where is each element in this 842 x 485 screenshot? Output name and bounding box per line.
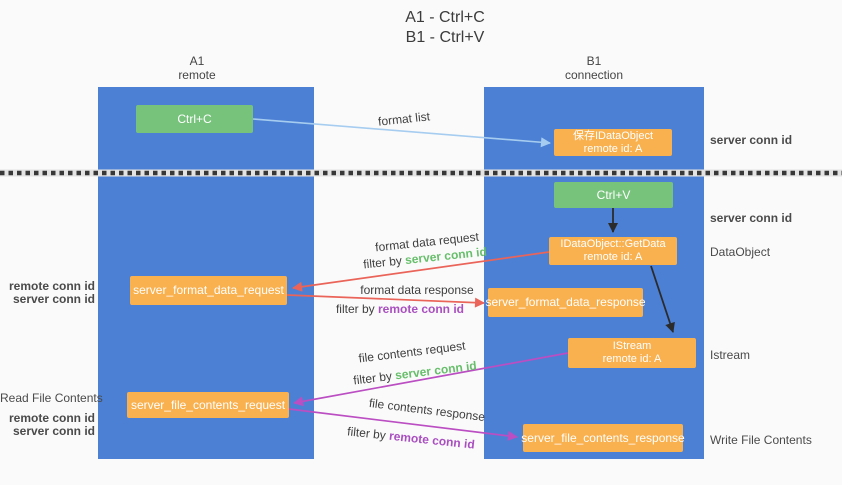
istream-line2: remote id: A (602, 353, 662, 365)
istream-node: IStream remote id: A (568, 338, 696, 368)
title-line-1: A1 - Ctrl+C (405, 9, 485, 26)
istream-line1: IStream (612, 340, 652, 352)
server-format-data-response-node: server_format_data_response (485, 288, 646, 317)
remote-conn-id-annotation-mid: remote conn id (8, 279, 95, 293)
dataobject-annotation: DataObject (710, 245, 771, 259)
lane-b1-subtitle: connection (564, 68, 624, 82)
filter-prefix: filter by (352, 368, 393, 388)
remote-conn-id-annotation-bottom: remote conn id (8, 411, 95, 425)
ctrl-v-label: Ctrl+V (596, 187, 631, 202)
format-data-response-label: format data response (360, 283, 474, 297)
server-conn-id-text: server conn id (394, 358, 478, 383)
remote-conn-id-text: remote conn id (388, 428, 476, 452)
format-request-label: server_format_data_request (133, 283, 284, 297)
ctrl-c-node: Ctrl+C (136, 105, 253, 133)
filter-by-remote-conn-id-label-1: filter by remote conn id (315, 302, 485, 316)
server-conn-id-annotation-left-mid: server conn id (12, 292, 95, 306)
lane-a1-header: A1 remote (97, 54, 297, 82)
lane-a1-title: A1 (189, 54, 205, 68)
filter-by-remote-conn-id-label-2: filter by remote conn id (326, 422, 497, 454)
server-conn-id-annotation-mid: server conn id (710, 211, 793, 225)
format-response-label: server_format_data_response (485, 295, 646, 309)
read-file-contents-annotation: Read File Contents (0, 391, 103, 405)
idataobject-getdata-node: IDataObject::GetData remote id: A (549, 237, 677, 265)
file-response-label: server_file_contents_response (521, 430, 685, 445)
server-format-data-request-node: server_format_data_request (130, 276, 287, 305)
save-idataobject-node: 保存IDataObject remote id: A (554, 129, 672, 156)
ctrl-v-node: Ctrl+V (554, 182, 673, 208)
server-conn-id-annotation-top: server conn id (710, 133, 793, 147)
diagram-title: A1 - Ctrl+C B1 - Ctrl+V (350, 8, 540, 48)
getdata-line1: IDataObject::GetData (560, 238, 666, 250)
server-conn-id-annotation-left-bottom: server conn id (12, 424, 95, 438)
filter-prefix: filter by (362, 253, 403, 272)
getdata-line2: remote id: A (583, 251, 643, 263)
filter-prefix: filter by (335, 302, 375, 316)
server-file-contents-request-node: server_file_contents_request (127, 392, 289, 418)
remote-conn-id-text: remote conn id (378, 302, 465, 316)
save-idataobject-line2: remote id: A (583, 142, 643, 155)
lane-b1-title: B1 (586, 54, 602, 68)
write-file-contents-annotation: Write File Contents (710, 433, 812, 447)
server-file-contents-response-node: server_file_contents_response (521, 424, 685, 452)
save-idataobject-line1: 保存IDataObject (572, 129, 654, 142)
ctrl-c-label: Ctrl+C (177, 111, 212, 126)
lane-b1-header: B1 connection (494, 54, 694, 82)
istream-annotation: Istream (710, 348, 751, 362)
lane-a1-subtitle: remote (178, 68, 216, 82)
file-request-label: server_file_contents_request (130, 397, 286, 412)
title-line-2: B1 - Ctrl+V (405, 29, 485, 46)
format-list-label: format list (377, 109, 431, 129)
filter-prefix: filter by (346, 424, 387, 443)
